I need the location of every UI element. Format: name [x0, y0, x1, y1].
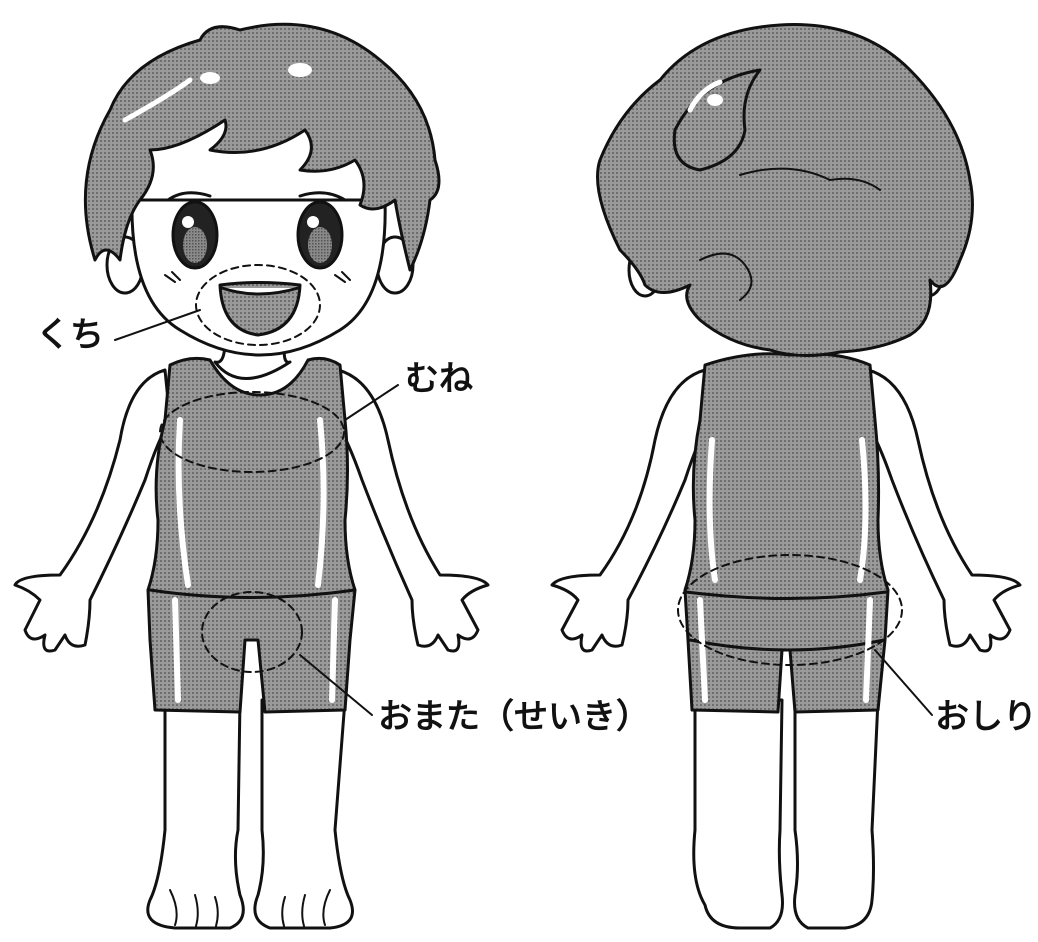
label-chest: むね	[405, 359, 473, 399]
back-hair	[596, 23, 974, 358]
back-swimsuit	[683, 352, 890, 714]
chest-leader-line	[344, 384, 399, 421]
label-buttocks: おしり	[935, 697, 1037, 737]
front-mouth	[218, 281, 302, 337]
back-arms	[550, 368, 1022, 653]
back-legs	[692, 698, 880, 930]
mouth-region-outline	[195, 264, 321, 346]
label-mouth: くち	[36, 315, 104, 355]
label-genitals: おまた（せいき）	[378, 697, 650, 737]
front-swimsuit	[146, 356, 357, 714]
genital-leader-line	[299, 654, 373, 716]
buttocks-region-outline	[677, 554, 903, 666]
chest-region-outline	[159, 391, 345, 473]
front-figure	[13, 22, 490, 930]
front-hair	[83, 22, 441, 272]
genital-region-outline	[201, 591, 303, 673]
buttocks-leader-line	[874, 649, 933, 716]
front-legs	[146, 698, 354, 930]
back-figure	[550, 23, 1022, 930]
front-arms	[13, 368, 490, 653]
mouth-leader-line	[114, 309, 201, 341]
front-eyes	[166, 191, 347, 270]
